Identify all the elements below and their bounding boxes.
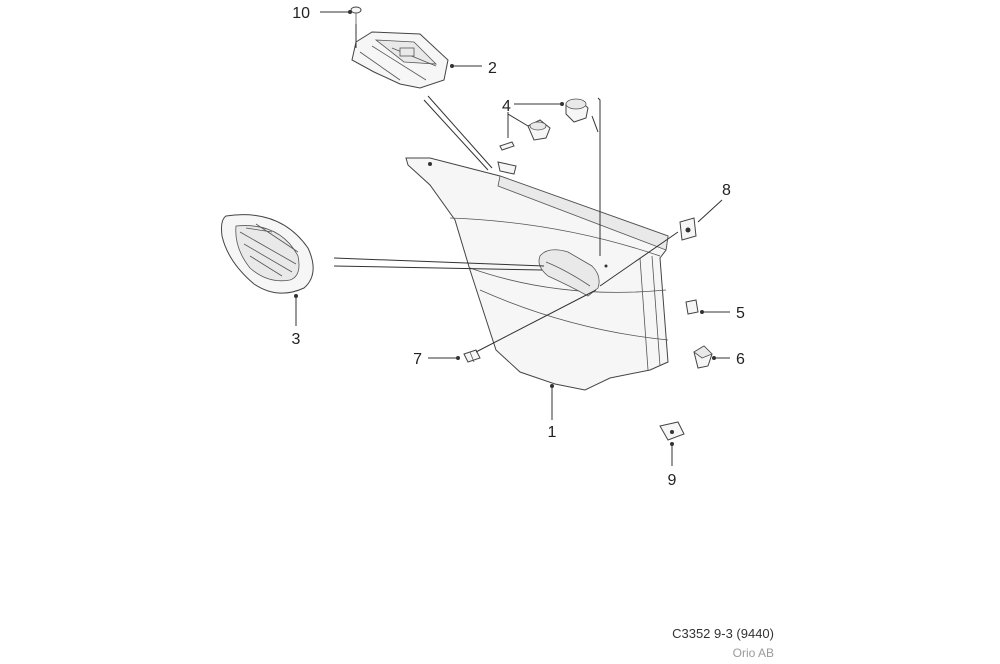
leader-lines <box>294 10 730 466</box>
callout-7: 7 <box>413 351 422 368</box>
callout-8: 8 <box>722 182 731 199</box>
screw-10 <box>350 6 362 24</box>
callout-10: 10 <box>292 5 310 22</box>
clip-6 <box>693 345 713 369</box>
callout-2: 2 <box>488 60 497 77</box>
callout-1: 1 <box>548 424 557 441</box>
callout-5: 5 <box>736 305 745 322</box>
callout-9: 9 <box>668 472 677 489</box>
clip-large <box>565 98 589 123</box>
screw-4 <box>499 141 515 151</box>
screw-7 <box>463 349 481 363</box>
trim-panel <box>405 157 669 391</box>
diagram-code: C3352 9-3 (9440) <box>672 626 774 641</box>
nut-9 <box>659 421 685 441</box>
clip-5 <box>685 299 699 315</box>
callout-4: 4 <box>502 98 511 115</box>
organization-label: Orio AB <box>732 646 774 660</box>
clip-8 <box>679 217 697 241</box>
speaker-grille <box>221 214 314 294</box>
clip-small <box>527 119 551 141</box>
callout-3: 3 <box>292 331 301 348</box>
callout-6: 6 <box>736 351 745 368</box>
bracket <box>351 31 449 89</box>
